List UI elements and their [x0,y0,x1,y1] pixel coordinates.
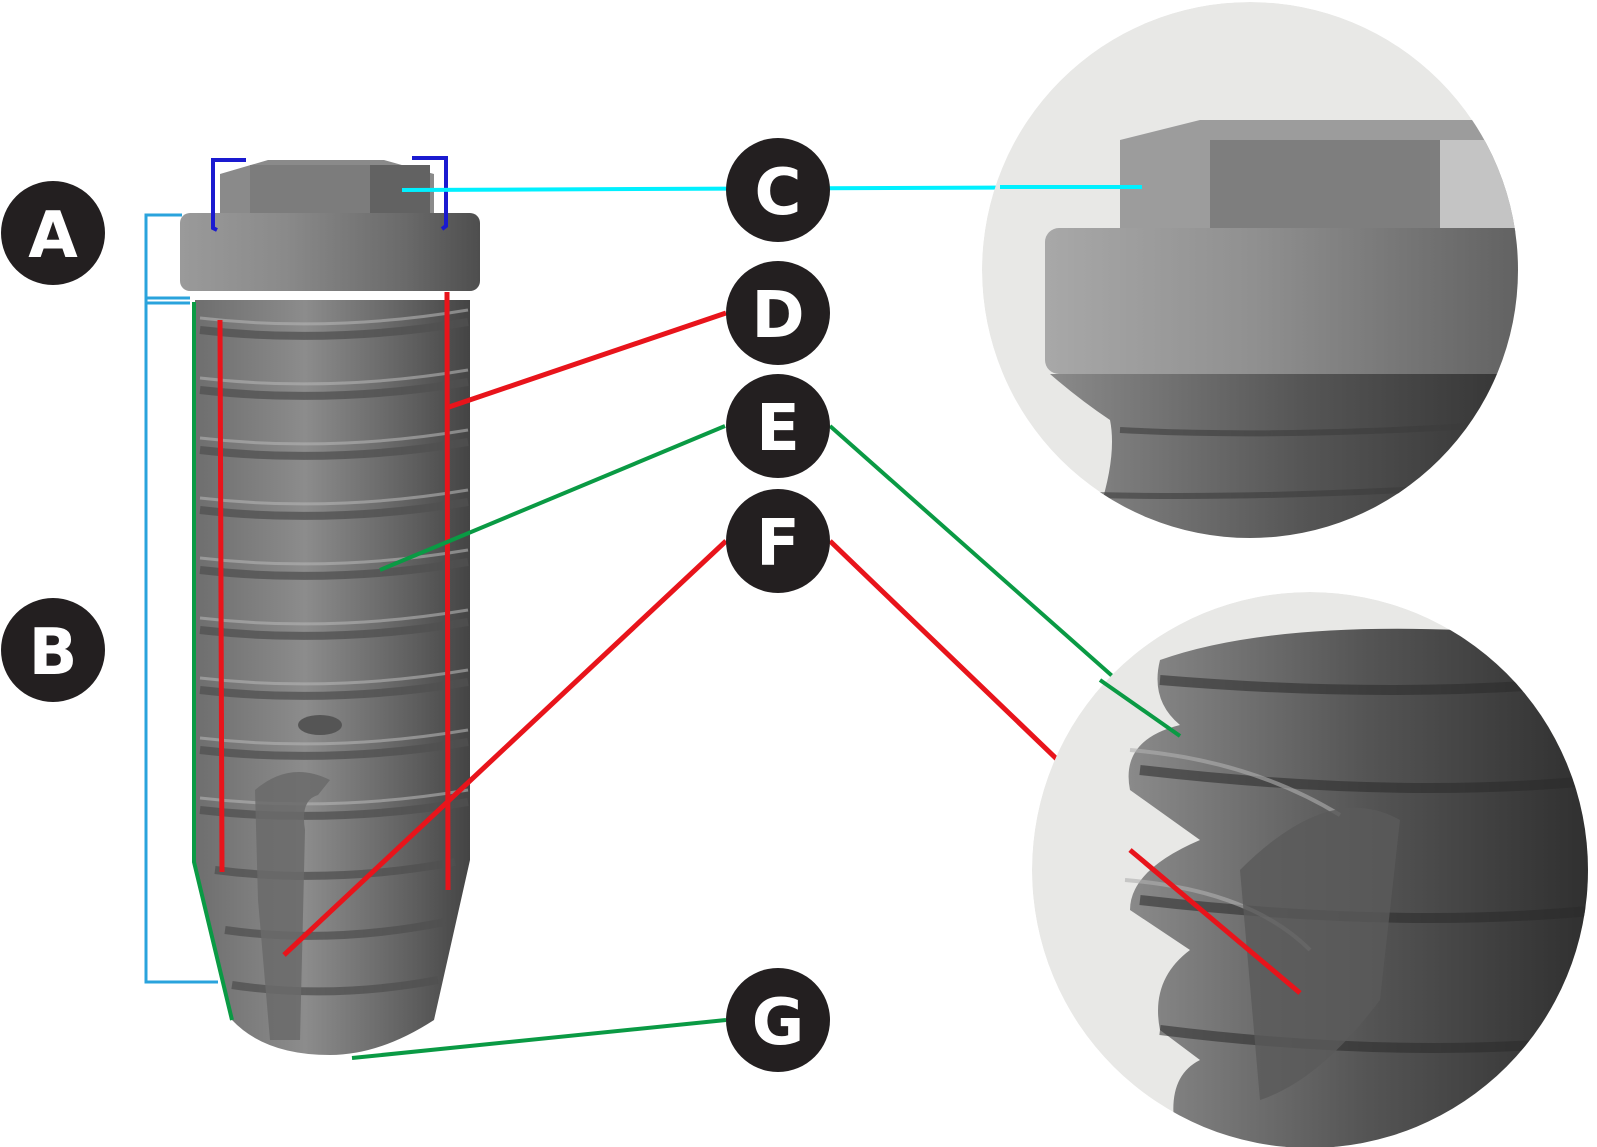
pointer-d [217,291,727,891]
badge-b-label: B [29,616,78,690]
badge-f-label: F [756,507,800,581]
zoom-view-bottom [1032,592,1588,1147]
badge-c-label: C [755,156,802,230]
self-tapping-flute [255,772,330,1040]
badge-a-label: A [28,199,78,273]
pointer-g [351,1018,727,1060]
badge-e-label: E [756,392,800,466]
badge-b: B [1,598,105,702]
implant-body [195,300,470,1055]
badge-f: F [726,489,830,593]
implant-collar [180,213,480,291]
length-bracket [144,213,218,984]
badge-g-label: G [752,986,805,1060]
implant-threads [199,318,469,996]
badge-a: A [1,181,105,285]
zoom-view-top [982,2,1518,538]
badge-g: G [726,968,830,1072]
hex-bracket [211,156,448,232]
badge-c: C [726,138,830,242]
badge-e: E [726,374,830,478]
badge-d-label: D [751,279,804,353]
badge-d: D [726,261,830,365]
implant [180,160,480,1055]
